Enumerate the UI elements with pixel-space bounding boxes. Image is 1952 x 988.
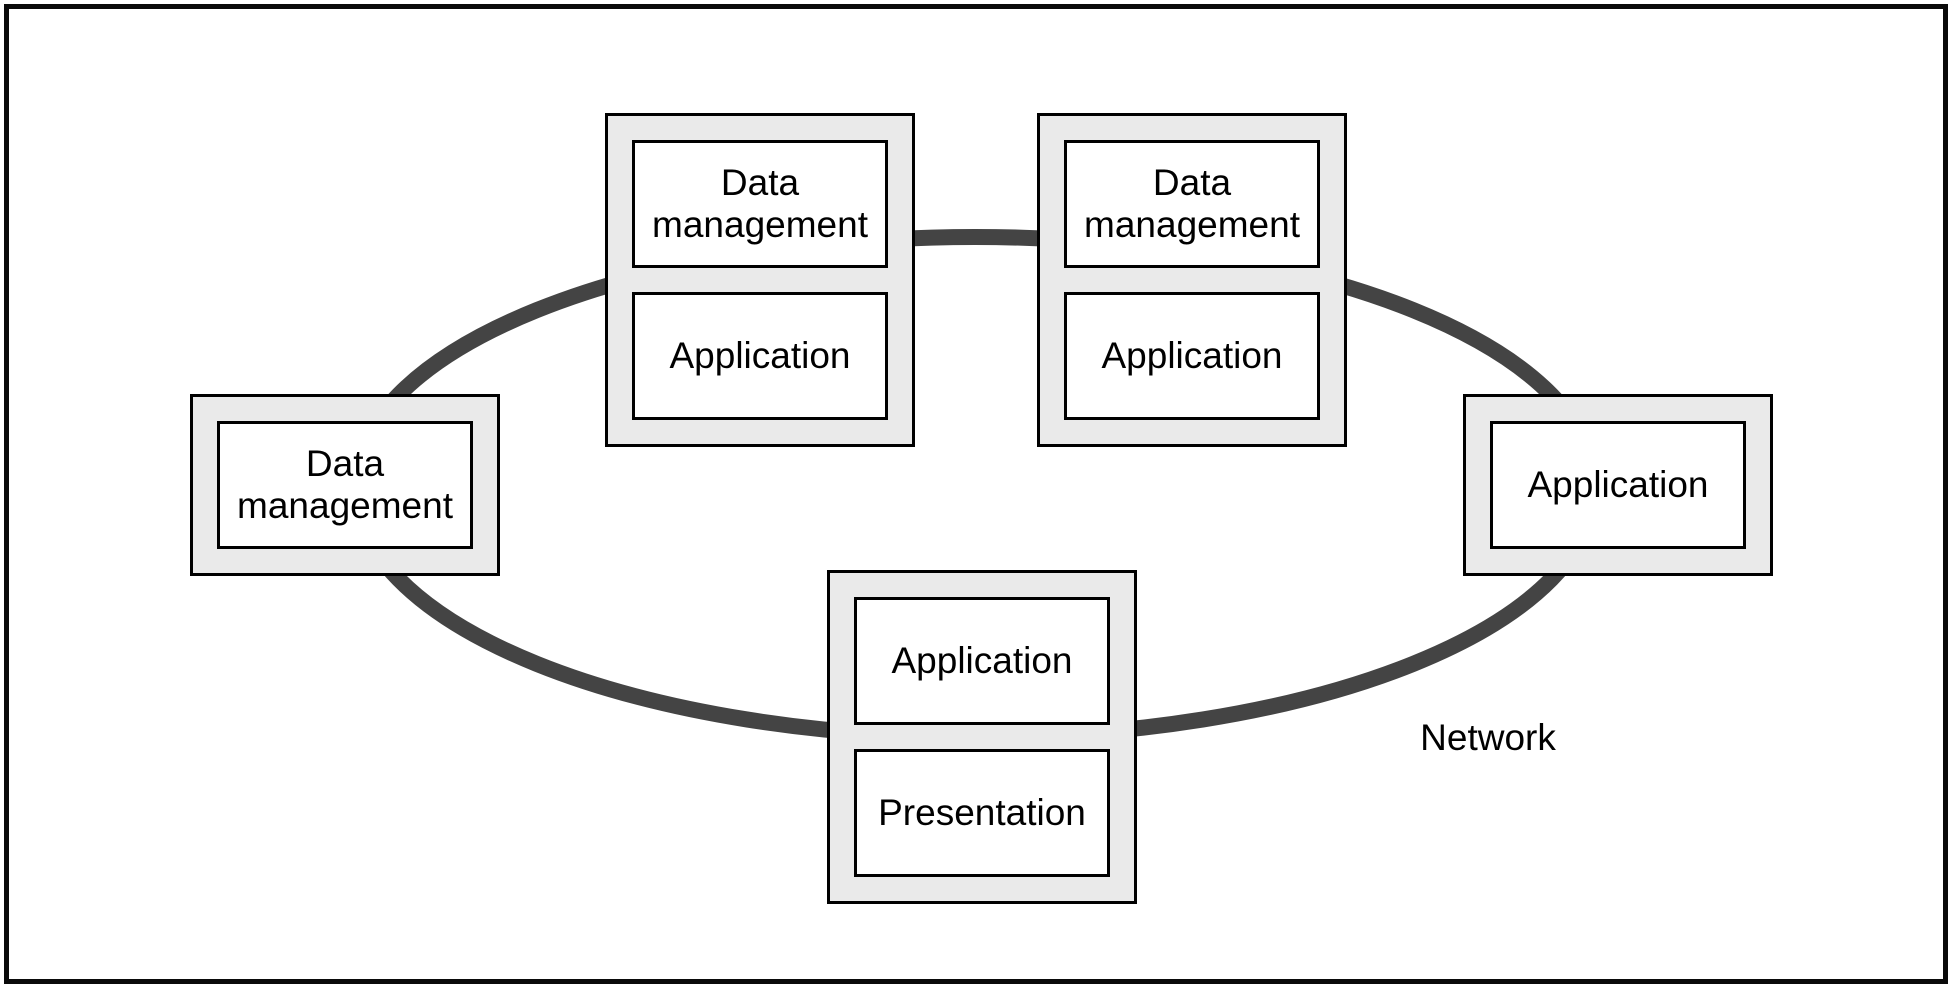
cell-application: Application <box>854 597 1110 725</box>
cell-application: Application <box>1490 421 1746 549</box>
cell-data-management: Data management <box>1064 140 1320 268</box>
node-top-left: Data management Application <box>605 113 915 447</box>
cell-label: Application <box>891 640 1073 681</box>
node-bottom: Application Presentation <box>827 570 1137 904</box>
node-top-right: Data management Application <box>1037 113 1347 447</box>
cell-presentation: Presentation <box>854 749 1110 877</box>
cell-label: Data management <box>1084 162 1300 245</box>
cell-data-management: Data management <box>217 421 473 549</box>
cell-label: Application <box>1101 335 1283 376</box>
cell-label: Presentation <box>878 792 1086 833</box>
cell-application: Application <box>632 292 888 420</box>
node-right: Application <box>1463 394 1773 576</box>
node-left: Data management <box>190 394 500 576</box>
network-label: Network <box>1420 717 1556 758</box>
cell-label: Data management <box>652 162 868 245</box>
cell-application: Application <box>1064 292 1320 420</box>
cell-label: Application <box>669 335 851 376</box>
cell-data-management: Data management <box>632 140 888 268</box>
cell-label: Data management <box>237 443 453 526</box>
cell-label: Application <box>1527 464 1709 505</box>
